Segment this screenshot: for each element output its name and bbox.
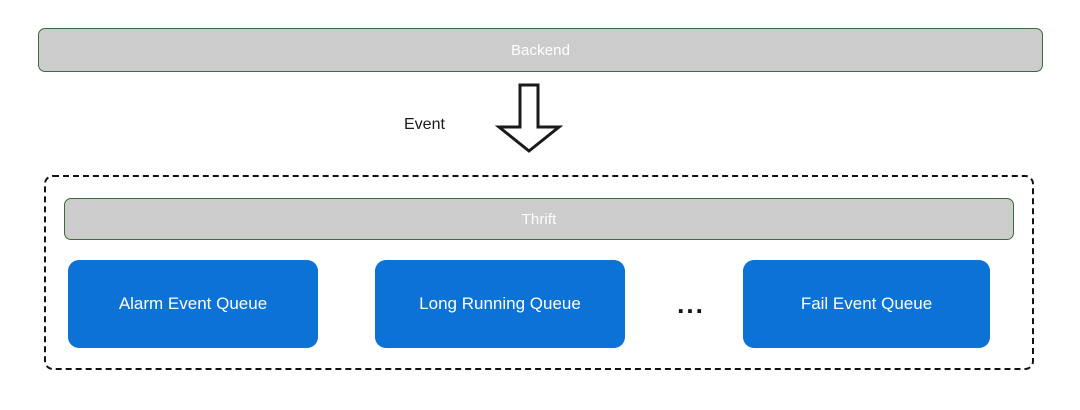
event-edge-label-text: Event bbox=[404, 116, 445, 133]
backend-node: Backend bbox=[38, 28, 1043, 72]
thrift-node: Thrift bbox=[64, 198, 1014, 240]
queue-node-label: Long Running Queue bbox=[419, 293, 581, 313]
queue-node-alarm-event: Alarm Event Queue bbox=[68, 260, 318, 348]
queue-node-long-running: Long Running Queue bbox=[375, 260, 625, 348]
event-edge-label: Event bbox=[404, 114, 488, 136]
queue-group-container bbox=[44, 175, 1034, 370]
queue-node-label: Fail Event Queue bbox=[800, 293, 933, 313]
arrow-down-block-icon bbox=[495, 83, 563, 153]
thrift-node-label: Thrift bbox=[521, 210, 557, 228]
queue-node-fail-event: Fail Event Queue bbox=[743, 260, 990, 348]
backend-node-label: Backend bbox=[510, 41, 571, 59]
queue-node-label: Alarm Event Queue bbox=[118, 293, 268, 313]
queue-ellipsis-text: ... bbox=[677, 289, 705, 319]
queue-ellipsis: ... bbox=[662, 288, 720, 320]
